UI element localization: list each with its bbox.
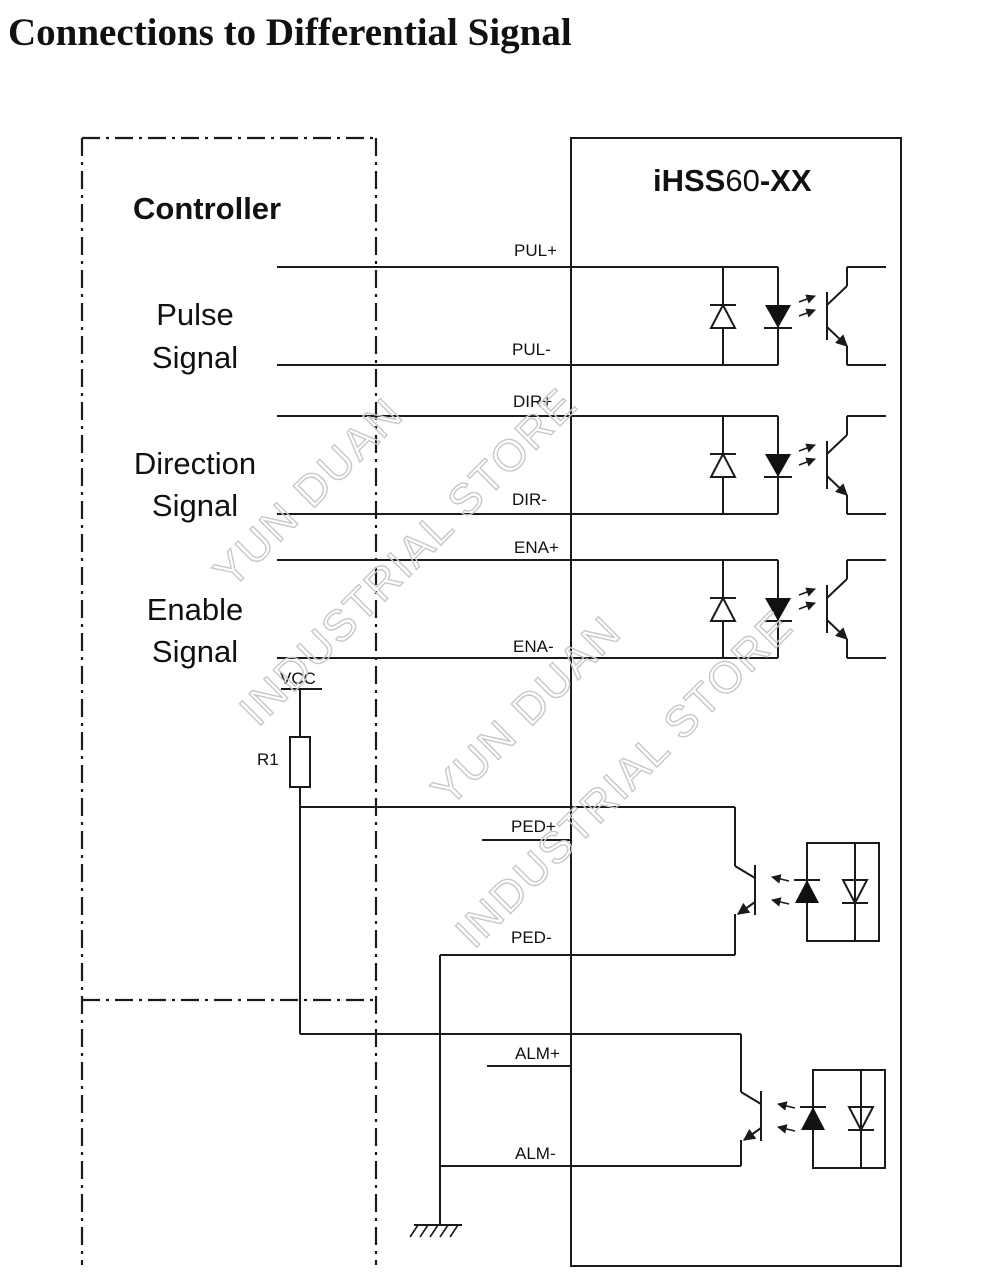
led-icon (801, 1107, 825, 1130)
ground-icon (409, 955, 462, 1238)
led-loop (806, 842, 880, 942)
vcc-label: VCC (280, 669, 316, 688)
dir-plus-label: DIR+ (513, 392, 552, 411)
ena-input-channel: ENA+ ENA- (277, 538, 886, 659)
watermark-text: INDUSTRIAL STORE (446, 601, 802, 957)
ena-minus-label: ENA- (513, 637, 554, 656)
alm-plus-label: ALM+ (515, 1044, 560, 1063)
controller-label: Controller (133, 191, 281, 226)
direction-signal-line1: Direction (134, 446, 256, 481)
dir-minus-label: DIR- (512, 490, 547, 509)
led-icon (765, 598, 791, 621)
led-icon (765, 454, 791, 477)
page-title: Connections to Differential Signal (8, 11, 572, 54)
protection-diode-icon (709, 451, 737, 478)
dir-input-channel: DIR+ DIR- (277, 392, 886, 515)
led-loop (812, 1069, 886, 1169)
pul-input-channel: PUL+ PUL- (277, 241, 886, 366)
pullup-network: VCC R1 (257, 669, 741, 1035)
protection-diode-icon (709, 302, 737, 329)
model-prefix: iHSS (653, 163, 725, 198)
enable-signal-line2: Signal (152, 634, 238, 669)
ped-output-channel: PED+ PED- (440, 807, 880, 956)
pulse-signal-line1: Pulse (156, 297, 234, 332)
led-icon (795, 880, 819, 903)
enable-signal-line1: Enable (147, 592, 244, 627)
pul-plus-label: PUL+ (514, 241, 557, 260)
model-number: 60 (725, 163, 759, 198)
led-icon (765, 305, 791, 328)
driver-box (570, 137, 902, 1267)
ena-plus-label: ENA+ (514, 538, 559, 557)
ped-minus-label: PED- (511, 928, 552, 947)
resistor-label: R1 (257, 750, 279, 769)
driver-model-label: iHSS60-XX (653, 163, 812, 198)
pulse-signal-line2: Signal (152, 340, 238, 375)
model-suffix: -XX (760, 163, 812, 198)
controller-boundary (80, 136, 378, 1265)
direction-signal-line2: Signal (152, 488, 238, 523)
protection-diode-icon (709, 595, 737, 622)
alm-output-channel: ALM+ ALM- (440, 1034, 886, 1169)
ped-plus-label: PED+ (511, 817, 556, 836)
resistor-icon (289, 736, 311, 788)
pul-minus-label: PUL- (512, 340, 551, 359)
alm-minus-label: ALM- (515, 1144, 556, 1163)
